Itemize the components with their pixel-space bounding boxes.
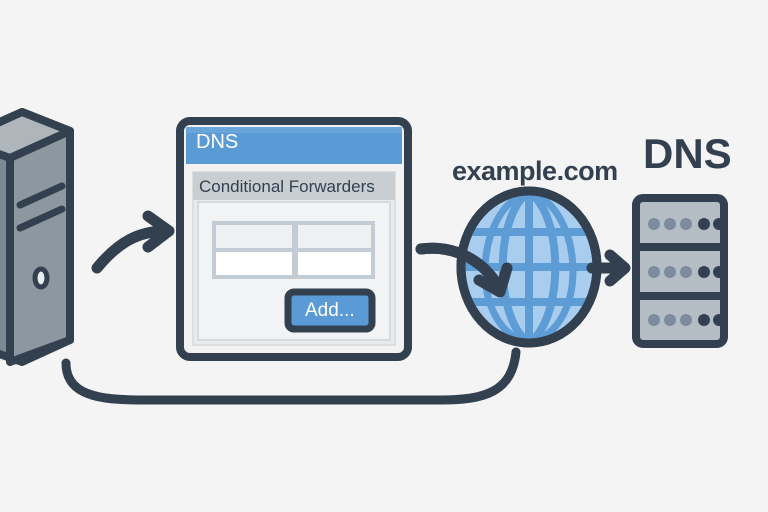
dns-window[interactable] [176, 117, 412, 361]
example-domain-label: example.com [452, 156, 618, 186]
server-tower-icon [0, 108, 74, 366]
add-button[interactable] [284, 288, 376, 333]
dns-server-label: DNS [643, 130, 732, 177]
server-rack-icon [632, 194, 728, 348]
rack-unit-leds [648, 266, 725, 278]
add-button-label[interactable]: Add... [305, 300, 355, 321]
rack-unit-leds [648, 314, 725, 326]
globe-icon [456, 186, 602, 348]
table-cell [216, 225, 292, 248]
conditional-forwarders-panel-title: Conditional Forwarders [199, 177, 375, 196]
arrow-window-to-globe-head [415, 242, 513, 298]
arrow-client-to-window [91, 210, 175, 274]
table-cell [298, 225, 371, 248]
forwarders-table[interactable] [212, 221, 375, 279]
return-path-globe-to-client [61, 347, 521, 405]
table-cell [216, 252, 292, 275]
dns-window-title: DNS [196, 131, 239, 153]
rack-unit-leds [648, 218, 725, 230]
arrow-globe-to-dns-server [586, 249, 631, 287]
table-cell [298, 252, 371, 275]
